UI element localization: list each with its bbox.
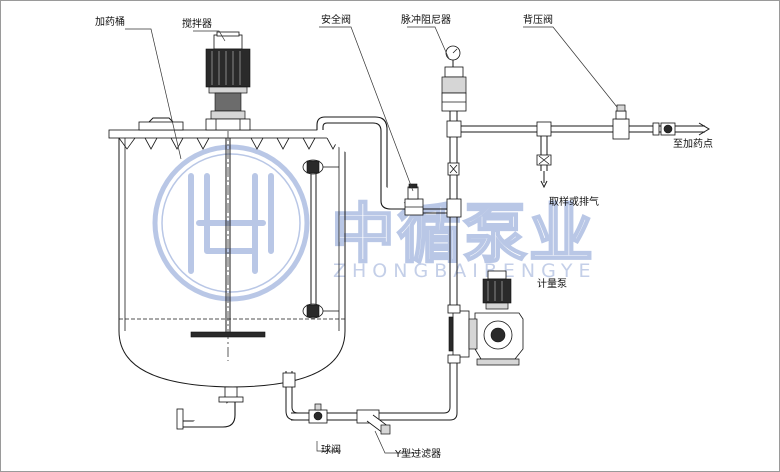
leader-lines <box>125 26 618 454</box>
label-tank: 加药桶 <box>95 15 125 28</box>
mixer <box>190 31 266 361</box>
mixer-impeller <box>190 331 266 338</box>
safety-valve-icon <box>404 183 424 216</box>
label-metering-pump: 计量泵 <box>537 277 567 290</box>
watermark-brand-pinyin: ZHONGBAIBENGYE <box>333 260 596 282</box>
pressure-gauge-icon <box>445 45 461 61</box>
label-y-filter: Y型过滤器 <box>394 447 441 460</box>
label-mixer: 搅拌器 <box>182 17 212 30</box>
discharge-line <box>446 111 613 313</box>
suction-line <box>282 363 458 435</box>
mixer-motor-icon <box>205 31 251 94</box>
y-filter-icon <box>356 409 391 435</box>
back-pressure-valve <box>612 104 710 140</box>
label-pulse-damper: 脉冲阻尼器 <box>401 13 451 26</box>
metering-pump <box>447 270 524 366</box>
label-safety-valve: 安全阀 <box>321 13 351 26</box>
dosing-tank <box>108 117 350 430</box>
watermark-logo-icon <box>152 144 310 302</box>
level-gauge <box>302 159 339 319</box>
label-ball-valve: 球阀 <box>321 443 341 456</box>
label-sampling-venting: 取样或排气 <box>549 195 599 208</box>
pulse-damper <box>441 45 467 112</box>
label-back-pressure-valve: 背压阀 <box>523 13 553 26</box>
ball-valve-icon <box>308 403 328 424</box>
safety-valve-return-line <box>316 116 449 216</box>
label-to-dosing-point: 至加药点 <box>673 138 713 150</box>
tank-lid-ring <box>138 121 184 131</box>
watermark-brand-cn: 中循泵业 <box>331 198 595 272</box>
pump-motor-icon <box>482 270 512 310</box>
tank-top-flange <box>108 129 350 139</box>
